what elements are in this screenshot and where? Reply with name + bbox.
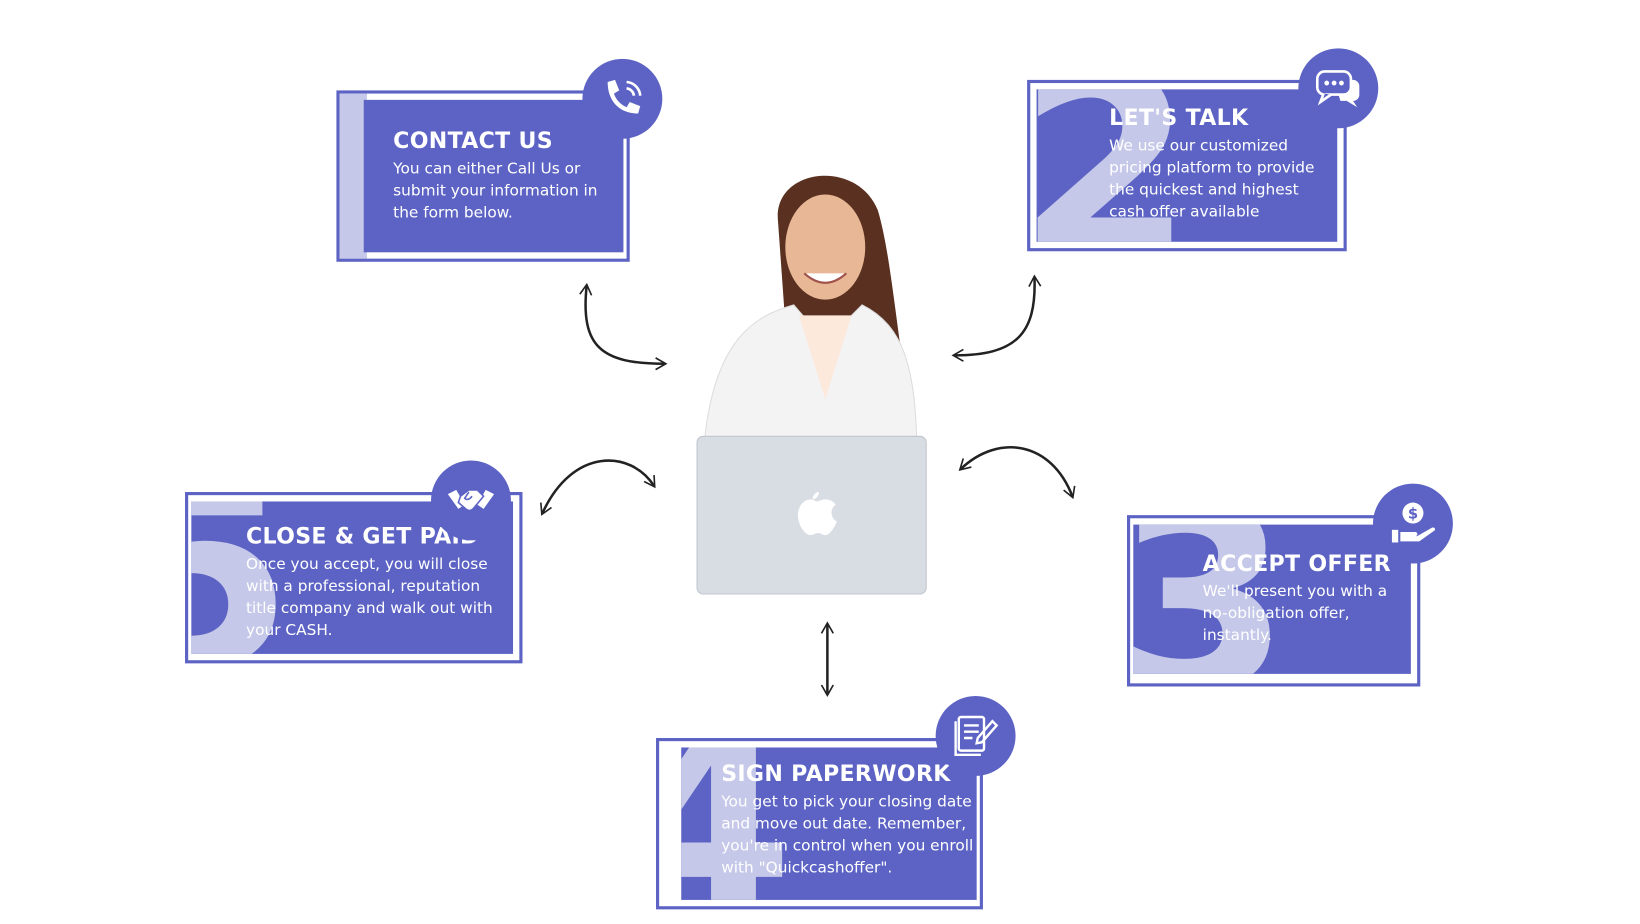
step-description: Once you accept, you will close with a p… <box>246 555 493 640</box>
dollar-hand-icon: $ <box>1372 483 1453 564</box>
step-title: ACCEPT OFFER <box>1202 550 1391 577</box>
step-number: 5 <box>191 501 293 653</box>
chat-bubbles-icon <box>1298 48 1379 129</box>
step-lets-talk: 2 LET'S TALK We use our customized prici… <box>1027 48 1379 252</box>
step-number: 3 <box>1133 525 1290 674</box>
step-sign-paperwork: 4 SIGN PAPERWORK You get to pick your cl… <box>656 695 1016 910</box>
arrow-close <box>540 459 656 516</box>
arrow-contact <box>579 282 668 371</box>
step-title: SIGN PAPERWORK <box>721 761 951 787</box>
document-sign-icon <box>935 695 1016 776</box>
arrow-accept <box>958 446 1076 500</box>
step-accept-offer: 3 ACCEPT OFFER We'll present you with a … <box>1126 483 1453 687</box>
step-close-get-paid: 5 CLOSE & GET PAID Once you accept, you … <box>185 460 523 664</box>
step-description: You can either Call Us or submit your in… <box>393 159 598 222</box>
step-number: 2 <box>1037 89 1194 241</box>
arrow-talk <box>951 274 1042 362</box>
handshake-icon <box>431 460 511 541</box>
svg-text:$: $ <box>1408 505 1418 522</box>
step-title: CLOSE & GET PAID <box>246 523 479 549</box>
step-description: We'll present you with a no-obligation o… <box>1202 582 1388 645</box>
step-contact-us: CONTACT US You can either Call Us or sub… <box>336 58 663 262</box>
step-number: 4 <box>681 747 793 899</box>
apple-logo-icon <box>797 492 837 536</box>
step-description: We use our customized pricing platform t… <box>1109 136 1315 221</box>
step-title: CONTACT US <box>393 128 554 154</box>
step-title: LET'S TALK <box>1109 105 1249 131</box>
phone-icon <box>582 58 663 139</box>
step-description: You get to pick your closing date and mo… <box>721 792 974 877</box>
person-with-laptop <box>696 175 927 595</box>
